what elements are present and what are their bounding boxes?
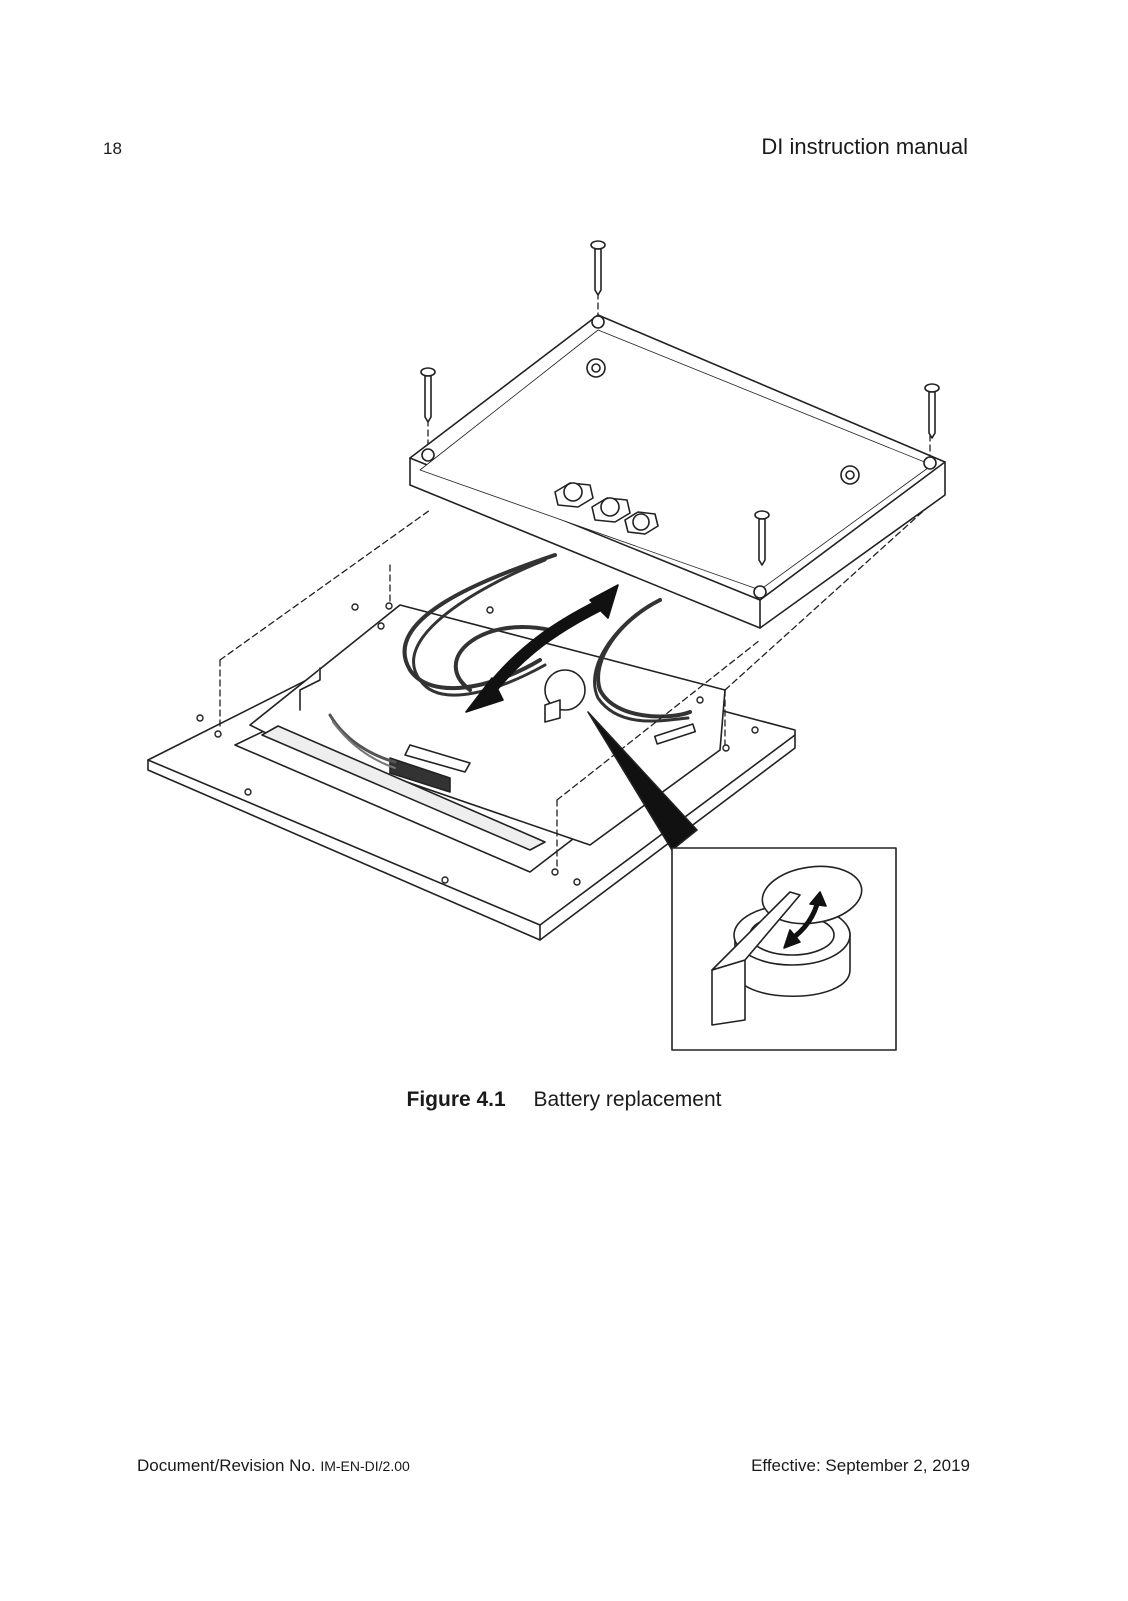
figure-caption: Figure 4.1 Battery replacement	[0, 1088, 1128, 1112]
lift-arrow	[465, 584, 619, 713]
figure-label: Figure 4.1	[406, 1088, 506, 1111]
cover-holes	[421, 315, 937, 599]
doc-number: IM-EN-DI/2.00	[320, 1458, 410, 1474]
footer-document-number: Document/Revision No. IM-EN-DI/2.00	[137, 1456, 410, 1476]
pin-header	[653, 723, 697, 745]
running-header: DI instruction manual	[761, 134, 968, 159]
battery-replacement-illustration	[130, 225, 970, 1075]
doc-prefix: Document/Revision No.	[137, 1456, 316, 1475]
base-holes	[196, 602, 759, 886]
callout-wedge	[587, 711, 698, 851]
ribbon-strip	[261, 725, 546, 851]
detail-inset	[671, 847, 897, 1051]
m12-connectors	[554, 482, 659, 535]
battery-holder-small	[544, 669, 586, 723]
back-cover	[409, 314, 946, 629]
cable-connector	[328, 713, 471, 793]
figure-title: Battery replacement	[533, 1088, 722, 1111]
page-number: 18	[103, 139, 122, 158]
screws	[420, 240, 940, 566]
footer-effective-date: Effective: September 2, 2019	[751, 1456, 970, 1475]
